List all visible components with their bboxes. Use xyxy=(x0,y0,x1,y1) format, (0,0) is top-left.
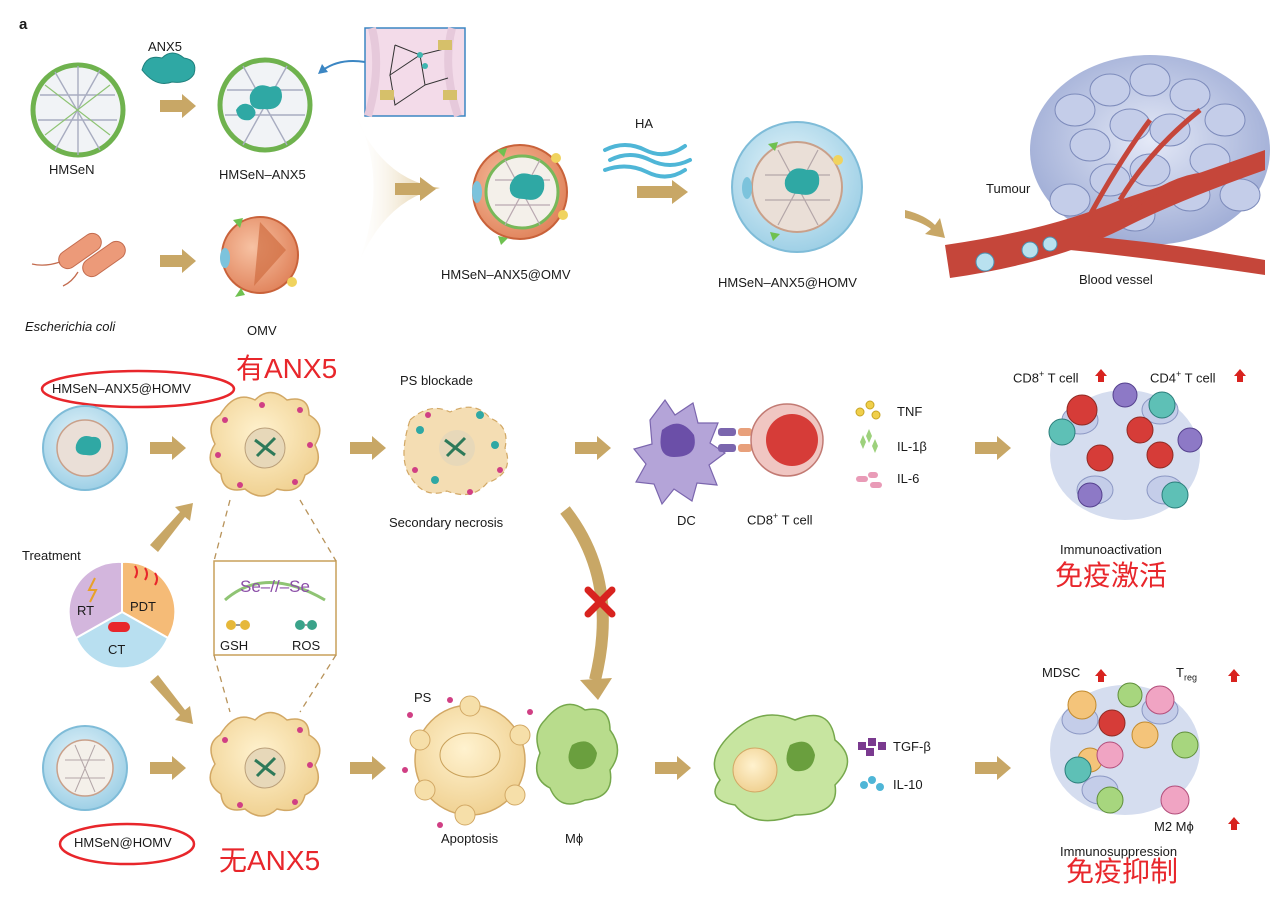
ros-label: ROS xyxy=(292,638,321,653)
apoptotic-cell xyxy=(402,695,533,828)
without-anx5-annotation: 无ANX5 xyxy=(219,845,321,876)
anx5-protein-shape xyxy=(141,52,196,84)
hmsen-anx5-homv-label: HMSeN–ANX5@HOMV xyxy=(718,275,857,290)
upper-row-arrows xyxy=(150,436,1011,460)
blood-vessel-label: Blood vessel xyxy=(1079,272,1153,287)
tumour-mass xyxy=(1030,55,1270,245)
se-se-bond-label: Se–//–Se xyxy=(240,577,310,596)
hmsen-anx5-omv-label: HMSeN–ANX5@OMV xyxy=(441,267,571,282)
redox-inset-box xyxy=(213,560,337,656)
lower-tumour-cell xyxy=(209,711,321,817)
il6-label: IL-6 xyxy=(897,471,920,486)
pdt-label: PDT xyxy=(130,599,156,614)
tnf-label: TNF xyxy=(897,404,923,419)
dc-label: DC xyxy=(677,513,696,528)
upper-homv-particle xyxy=(42,405,128,491)
ecoli-label: Escherichia coli xyxy=(25,319,116,334)
si-se-structure-box xyxy=(364,27,466,118)
lower-row-arrows xyxy=(150,756,1011,780)
ps-label: PS xyxy=(414,690,432,705)
structure-pointer-arrow xyxy=(322,60,366,71)
secondary-necrosis-label: Secondary necrosis xyxy=(389,515,504,530)
lower-label-ellipse xyxy=(58,822,196,866)
treg-label: Treg xyxy=(1176,665,1197,683)
ha-label: HA xyxy=(635,116,654,131)
tgfb-label: TGF-β xyxy=(893,739,931,754)
upper-label-ellipse xyxy=(40,369,236,409)
cd8-t-cell-label: CD8+ T cell xyxy=(747,511,813,528)
lower-input-label: HMSeN@HOMV xyxy=(74,835,172,850)
lower-homv-particle xyxy=(42,725,128,811)
macrophage-label: Mϕ xyxy=(565,831,584,846)
efferocytosis-macrophage xyxy=(713,714,849,822)
immunoactivation-label: Immunoactivation xyxy=(1060,542,1162,557)
omv-vesicle xyxy=(220,216,299,297)
upper-increase-arrows xyxy=(1095,369,1246,382)
immunosuppression-label: Immunosuppression xyxy=(1060,844,1178,859)
anx5-label: ANX5 xyxy=(148,39,182,54)
hmsen-anx5-sphere xyxy=(217,57,313,153)
cluster-cd8-label: CD8+ T cell xyxy=(1013,369,1079,386)
immunosuppression-cluster xyxy=(1050,682,1200,815)
immunoactivation-cn-label: 免疫激活 xyxy=(1055,560,1168,591)
treatment-title: Treatment xyxy=(22,548,81,563)
blood-vessel xyxy=(945,108,1265,278)
immunosuppression-cn-label: 免疫抑制 xyxy=(1066,856,1179,887)
upper-tumour-cell xyxy=(209,391,321,497)
cluster-cd4-label: CD4+ T cell xyxy=(1150,369,1216,386)
ps-blockade-cell xyxy=(403,406,509,496)
hmsen-anx5-omv-particle xyxy=(472,144,568,245)
top-row-arrows xyxy=(160,94,945,273)
treatment-pie xyxy=(67,560,177,670)
with-anx5-annotation: 有ANX5 xyxy=(236,353,338,384)
lower-increase-arrows xyxy=(1095,669,1240,830)
m2-macrophage-label: M2 Mϕ xyxy=(1154,819,1194,834)
blocked-curved-arrow xyxy=(560,506,609,682)
macrophage xyxy=(535,703,619,805)
hmsen-anx5-homv-particle xyxy=(731,121,863,253)
dc-t-cell-synapse xyxy=(718,428,752,452)
il1b-label: IL-1β xyxy=(897,439,927,454)
ct-label: CT xyxy=(108,642,126,657)
rt-label: RT xyxy=(77,603,95,618)
hmsen-anx5-label: HMSeN–ANX5 xyxy=(219,167,306,182)
omv-label: OMV xyxy=(247,323,277,338)
panel-letter: a xyxy=(19,16,28,33)
ps-blockade-label: PS blockade xyxy=(400,373,473,388)
treatment-arrows xyxy=(150,503,193,724)
lower-cytokine-icons xyxy=(858,738,886,791)
il10-label: IL-10 xyxy=(893,777,923,792)
tumour-label: Tumour xyxy=(986,181,1031,196)
upper-input-label: HMSeN–ANX5@HOMV xyxy=(52,381,191,396)
hmsen-sphere xyxy=(30,62,126,158)
block-x-mark xyxy=(584,586,616,618)
apoptosis-label: Apoptosis xyxy=(441,831,499,846)
ha-strands xyxy=(603,143,692,179)
ecoli-bacteria xyxy=(31,232,126,287)
mdsc-label: MDSC xyxy=(1042,665,1081,680)
gsh-label: GSH xyxy=(220,638,249,653)
zoom-dashes xyxy=(213,499,337,713)
hmsen-label: HMSeN xyxy=(49,162,95,177)
cd8-t-cell xyxy=(750,403,824,477)
immunoactivation-cluster xyxy=(1048,382,1203,520)
upper-cytokine-icons xyxy=(855,400,882,488)
dc-cell xyxy=(632,398,727,506)
